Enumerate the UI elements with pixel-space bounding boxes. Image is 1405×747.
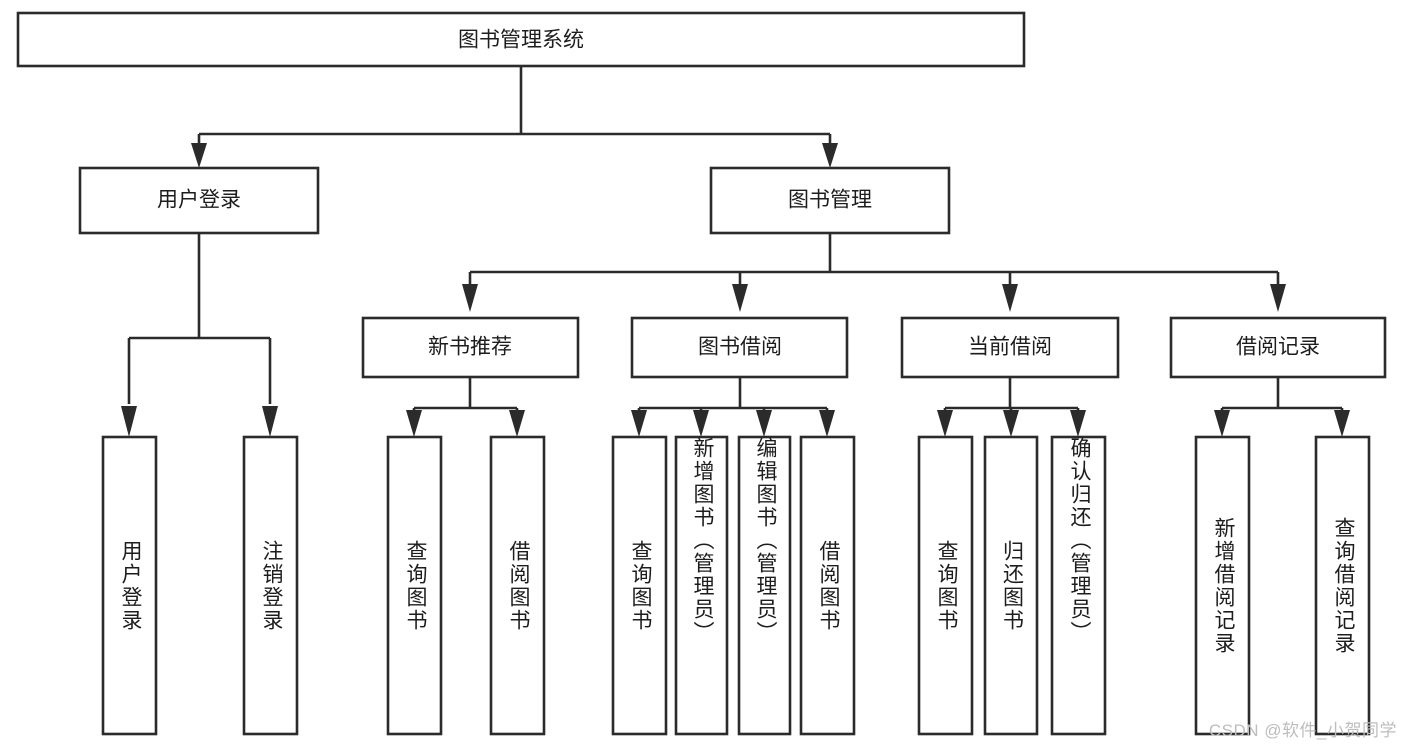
arrow-head-borrow xyxy=(732,284,748,312)
connector-group-user-login-leaves xyxy=(121,233,278,437)
node-borrow-record[interactable]: 借阅记录 xyxy=(1169,316,1387,379)
leaf-boxes-user-login xyxy=(101,435,299,736)
arrow-head-bw-leaf-3 xyxy=(756,410,772,437)
node-new-book-recommend[interactable]: 新书推荐 xyxy=(361,316,580,379)
leaf-box-current-3[interactable] xyxy=(1050,435,1107,736)
leaf-boxes-book-borrow xyxy=(611,435,856,736)
arrow-head-cb-leaf-3 xyxy=(1070,410,1086,437)
arrow-head-br-leaf-1 xyxy=(1214,410,1230,437)
leaf-box-user-login-1[interactable] xyxy=(101,435,158,736)
arrow-head-bw-leaf-1 xyxy=(631,410,647,437)
connector-group-root xyxy=(191,66,838,168)
node-new-book-recommend-label: 新书推荐 xyxy=(428,336,512,359)
arrow-head-ul-leaf-2 xyxy=(262,406,278,437)
node-book-manage[interactable]: 图书管理 xyxy=(709,166,951,235)
node-book-manage-label: 图书管理 xyxy=(788,189,872,212)
arrow-head-cb-leaf-1 xyxy=(937,410,953,437)
connector-group-recommend-leaves xyxy=(406,377,525,437)
connector-group-book-manage xyxy=(462,233,1286,312)
arrow-head-bw-leaf-4 xyxy=(819,410,835,437)
node-new-book-recommend-box[interactable] xyxy=(361,316,580,379)
arrow-head-recommend xyxy=(462,284,478,312)
leaf-box-borrow-2[interactable] xyxy=(674,435,729,736)
arrow-head-rc-leaf-1 xyxy=(406,410,422,437)
leaf-box-record-2[interactable] xyxy=(1314,435,1371,736)
leaf-box-current-1[interactable] xyxy=(917,435,974,736)
node-root-system-label: 图书管理系统 xyxy=(458,29,584,52)
leaf-box-recommend-1[interactable] xyxy=(386,435,443,736)
leaf-box-borrow-4[interactable] xyxy=(799,435,856,736)
arrow-head-rc-leaf-2 xyxy=(509,410,525,437)
node-book-borrow[interactable]: 图书借阅 xyxy=(630,316,849,379)
arrow-head-bw-leaf-2 xyxy=(693,410,709,437)
arrow-head-book-manage xyxy=(822,143,838,168)
node-user-login-box[interactable] xyxy=(78,166,320,235)
leaf-box-borrow-3[interactable] xyxy=(737,435,792,736)
connector-group-current-leaves xyxy=(937,377,1086,437)
node-root-system[interactable]: 图书管理系统 xyxy=(16,11,1026,68)
leaf-box-user-login-2[interactable] xyxy=(242,435,299,736)
arrow-head-br-leaf-2 xyxy=(1334,410,1350,437)
node-book-manage-box[interactable] xyxy=(709,166,951,235)
arrow-head-record xyxy=(1270,284,1286,312)
arrow-head-user-login xyxy=(191,143,207,168)
node-borrow-record-label: 借阅记录 xyxy=(1236,336,1320,359)
connector-group-record-leaves xyxy=(1214,377,1350,437)
watermark-text: CSDN @软件_小贺同学 xyxy=(1208,721,1397,740)
leaf-box-record-1[interactable] xyxy=(1194,435,1251,736)
node-root-system-box[interactable] xyxy=(16,11,1026,68)
connector-group-borrow-leaves xyxy=(631,377,835,437)
node-current-borrow-box[interactable] xyxy=(900,316,1120,379)
node-book-borrow-label: 图书借阅 xyxy=(698,336,782,359)
leaf-boxes-current-borrow xyxy=(917,435,1107,736)
leaf-boxes-new-book-recommend xyxy=(386,435,546,736)
node-borrow-record-box[interactable] xyxy=(1169,316,1387,379)
node-user-login[interactable]: 用户登录 xyxy=(78,166,320,235)
leaf-box-current-2[interactable] xyxy=(983,435,1039,736)
arrow-head-ul-leaf-1 xyxy=(121,406,137,437)
node-current-borrow[interactable]: 当前借阅 xyxy=(900,316,1120,379)
node-user-login-label: 用户登录 xyxy=(157,189,241,212)
arrow-head-current xyxy=(1002,284,1018,312)
leaf-boxes-borrow-record xyxy=(1194,435,1371,736)
arrow-head-cb-leaf-2 xyxy=(1003,410,1019,437)
leaf-box-borrow-1[interactable] xyxy=(611,435,668,736)
node-book-borrow-box[interactable] xyxy=(630,316,849,379)
leaf-box-recommend-2[interactable] xyxy=(489,435,546,736)
node-current-borrow-label: 当前借阅 xyxy=(968,336,1052,359)
